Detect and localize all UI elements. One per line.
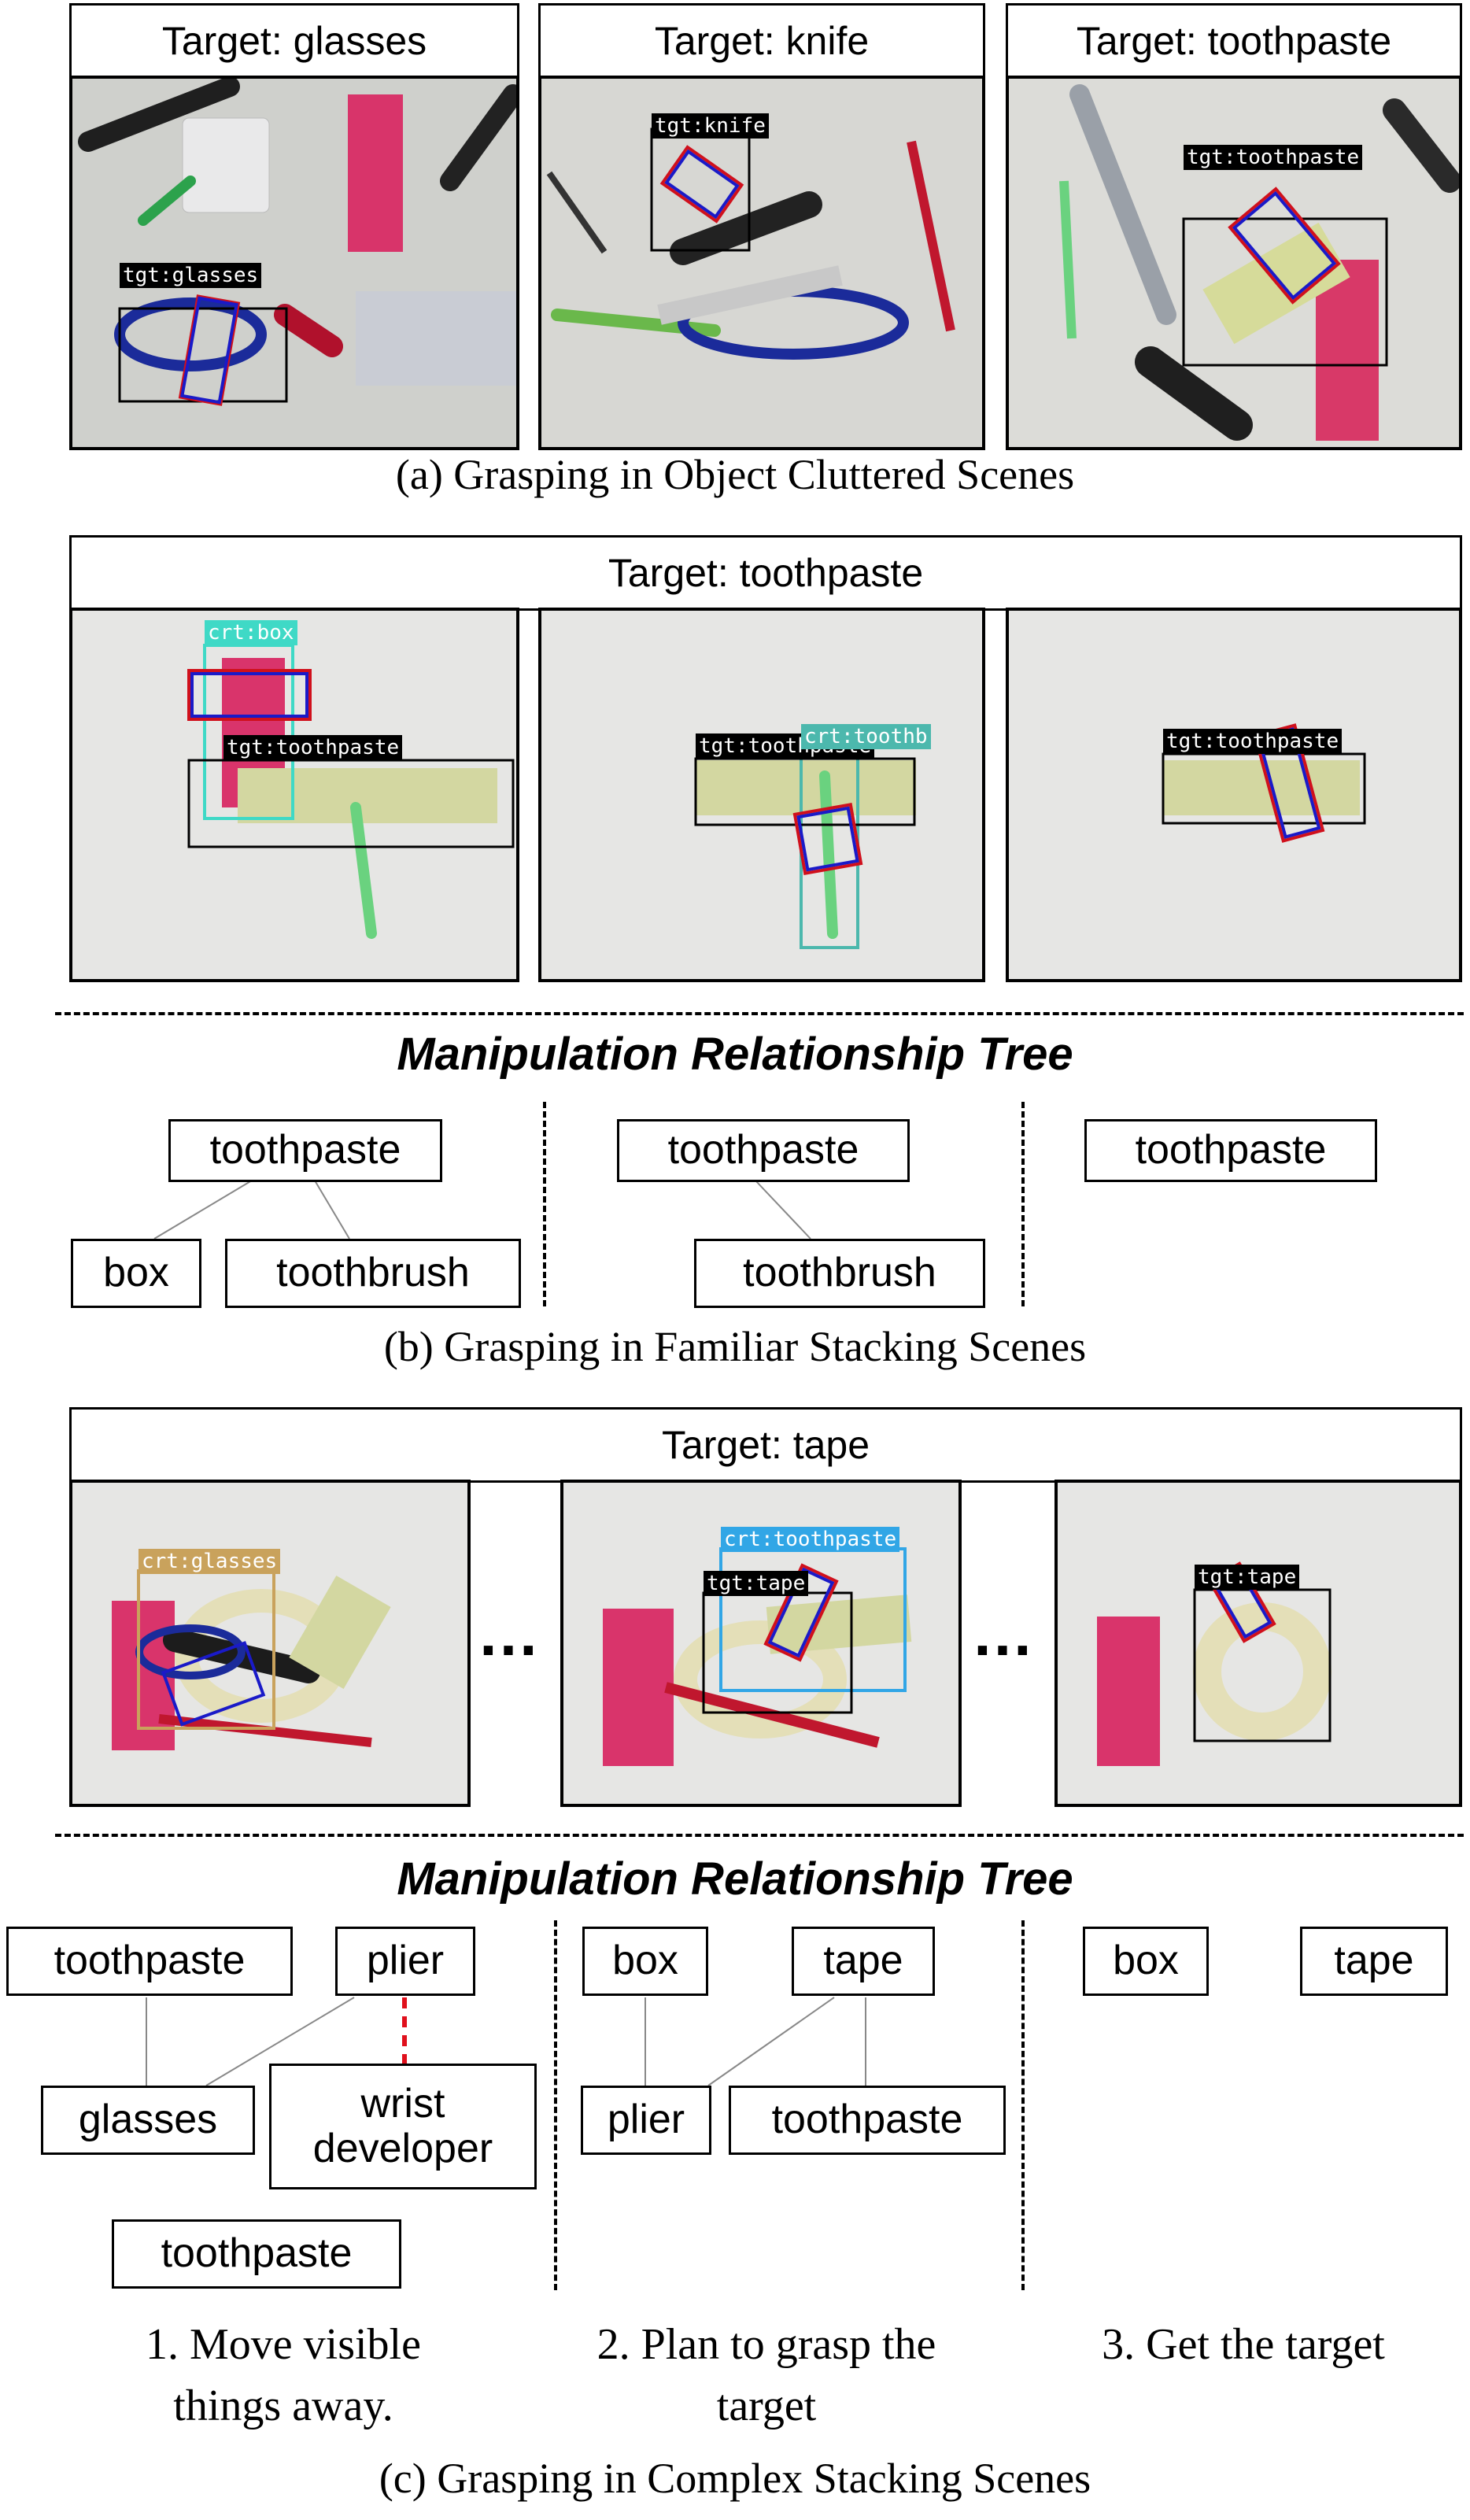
photo-a3-cluttered-scene: tgt:toothpaste — [1006, 76, 1462, 450]
step-2-label: 2. Plan to grasp the target — [596, 2320, 936, 2431]
photo-b2-drawing — [694, 737, 916, 949]
photo-a1-tgt-label: tgt:glasses — [120, 263, 262, 288]
section-c-target-header: Target: tape — [69, 1407, 1462, 1483]
photo-b3-stacking: tgt:toothpaste — [1006, 608, 1462, 982]
photo-c1-drawing — [112, 1569, 391, 1750]
caption-c: (c) Grasping in Complex Stacking Scenes — [379, 2455, 1091, 2502]
tree-b1-child-box: box — [71, 1239, 201, 1308]
tree-c2-toothpaste: toothpaste — [729, 2086, 1006, 2155]
tree-b2-root: toothpaste — [617, 1119, 910, 1182]
section-b-tree-title: Manipulation Relationship Tree — [397, 1029, 1073, 1080]
caption-b: (b) Grasping in Familiar Stacking Scenes — [383, 1323, 1087, 1370]
photo-b1-drawing — [187, 644, 515, 939]
tree-b1-root: toothpaste — [168, 1119, 442, 1182]
step-1-label: 1. Move visible things away. — [146, 2320, 421, 2431]
photo-b1-crt-label: crt:box — [205, 620, 297, 645]
photo-b2-stacking: tgt:toothpaste crt:toothb — [538, 608, 985, 982]
photo-c3-complex-stacking: tgt:tape — [1054, 1480, 1462, 1807]
tree-c1-wrist-developer: wrist developer — [269, 2064, 537, 2189]
tree-b2-child-toothbrush: toothbrush — [694, 1239, 985, 1308]
photo-b2-crt-label: crt:toothb — [801, 724, 931, 749]
tree-c-separator-2 — [1021, 1920, 1025, 2290]
photo-c2-complex-stacking: crt:toothpaste tgt:tape — [560, 1480, 962, 1807]
tree-b-separator-2 — [1021, 1102, 1025, 1306]
photo-a1-cluttered-scene: tgt:glasses — [69, 76, 519, 450]
tree-c2-box: box — [582, 1927, 708, 1996]
photo-b3-tgt-label: tgt:toothpaste — [1163, 729, 1343, 754]
photo-a3-tgt-label: tgt:toothpaste — [1184, 145, 1363, 170]
tree-c1-toothpaste-bottom: toothpaste — [112, 2219, 401, 2289]
photo-c1-crt-label: crt:glasses — [139, 1549, 281, 1574]
section-c-divider — [55, 1834, 1464, 1837]
tree-b3-root: toothpaste — [1084, 1119, 1377, 1182]
photo-a2-cluttered-scene: tgt:knife — [538, 76, 985, 450]
caption-a: (a) Grasping in Object Cluttered Scenes — [395, 451, 1075, 498]
photo-c2-tgt-label: tgt:tape — [704, 1571, 809, 1596]
photo-a2-tgt-label: tgt:knife — [652, 113, 769, 139]
photo-b1-tgt-label: tgt:toothpaste — [223, 735, 403, 760]
photo-b1-stacking: crt:box tgt:toothpaste — [69, 608, 519, 982]
ellipsis-1: … — [477, 1598, 543, 1668]
photo-c3-drawing — [1097, 1561, 1331, 1766]
photo-a3-drawing — [1059, 84, 1459, 441]
section-b-divider — [55, 1012, 1464, 1015]
panel-a3-target-header: Target: toothpaste — [1006, 3, 1462, 79]
photo-b3-drawing — [1162, 723, 1366, 843]
tree-c1-toothpaste-top: toothpaste — [6, 1927, 293, 1996]
tree-c1-plier: plier — [335, 1927, 475, 1996]
photo-c2-crt-label: crt:toothpaste — [721, 1527, 900, 1552]
tree-c1-glasses: glasses — [41, 2086, 255, 2155]
photo-c3-tgt-label: tgt:tape — [1195, 1565, 1300, 1590]
tree-c2-tape: tape — [792, 1927, 935, 1996]
section-c-tree-title: Manipulation Relationship Tree — [397, 1853, 1073, 1905]
tree-c-separator-1 — [554, 1920, 557, 2290]
photo-a1-drawing — [78, 79, 516, 406]
tree-b1-child-toothbrush: toothbrush — [225, 1239, 521, 1308]
photo-c1-complex-stacking: crt:glasses — [69, 1480, 471, 1807]
photo-a2-drawing — [546, 127, 955, 360]
panel-a1-target-header: Target: glasses — [69, 3, 519, 79]
tree-b-separator-1 — [543, 1102, 546, 1306]
tree-c2-plier: plier — [581, 2086, 711, 2155]
tree-c3-box: box — [1083, 1927, 1209, 1996]
panel-a2-target-header: Target: knife — [538, 3, 985, 79]
photo-c2-drawing — [603, 1547, 912, 1766]
step-3-label: 3. Get the target — [1102, 2320, 1385, 2369]
tree-c3-tape: tape — [1300, 1927, 1448, 1996]
ellipsis-2: … — [971, 1598, 1037, 1668]
section-b-target-header: Target: toothpaste — [69, 535, 1462, 611]
